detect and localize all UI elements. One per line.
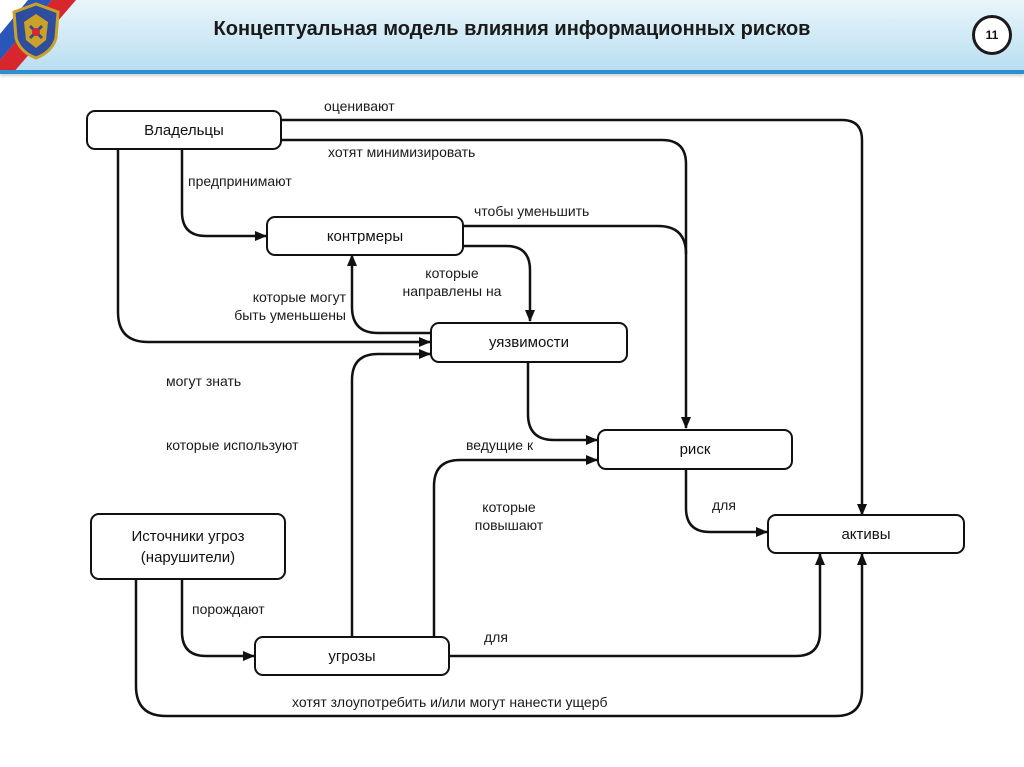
arrow-owners-countermeasures bbox=[180, 150, 267, 241]
arrow-countermeasures-vulnerabilities bbox=[464, 244, 535, 322]
label-can-be-reduced: которые могут быть уменьшены bbox=[234, 289, 346, 323]
arrow-threats-assets bbox=[450, 553, 825, 658]
slide-header: Концептуальная модель влияния информацио… bbox=[0, 0, 1024, 74]
node-vulnerabilities: уязвимости bbox=[430, 322, 628, 363]
arrow-owners-vulnerabilities bbox=[116, 150, 431, 347]
label-evaluate: оценивают bbox=[324, 98, 395, 114]
label-may-know: могут знать bbox=[166, 373, 242, 389]
node-assets: активы bbox=[767, 514, 965, 554]
label-leading-to: ведущие к bbox=[466, 437, 534, 453]
label-to-reduce: чтобы уменьшить bbox=[474, 203, 590, 219]
arrow-threats-vulnerabilities bbox=[350, 349, 431, 636]
arrow-owners-assets bbox=[282, 118, 867, 516]
label-for-risk: для bbox=[712, 497, 736, 513]
label-want-abuse: хотят злоупотребить и/или могут нанести … bbox=[292, 694, 608, 710]
node-countermeasures: контрмеры bbox=[266, 216, 464, 256]
label-directed-at: которые направлены на bbox=[402, 265, 502, 299]
label-want-minimize: хотят минимизировать bbox=[328, 144, 476, 160]
node-risk: риск bbox=[597, 429, 793, 470]
arrow-vulnerabilities-countermeasures bbox=[347, 254, 430, 335]
label-which-use: которые используют bbox=[166, 437, 299, 453]
label-for-threats: для bbox=[484, 629, 508, 645]
label-generate: порождают bbox=[192, 601, 265, 617]
arrow-threats-risk bbox=[432, 455, 598, 636]
arrow-sources-assets bbox=[134, 553, 867, 718]
arrow-vulnerabilities-risk bbox=[526, 362, 598, 445]
node-owners: Владельцы bbox=[86, 110, 282, 150]
slide-title: Концептуальная модель влияния информацио… bbox=[213, 18, 811, 40]
arrow-countermeasures-risk bbox=[464, 224, 688, 255]
label-undertake: предпринимают bbox=[188, 173, 292, 189]
node-threat-sources: Источники угроз (нарушители) bbox=[90, 513, 286, 580]
arrow-sources-threats bbox=[180, 580, 255, 661]
emblem-icon bbox=[12, 2, 60, 60]
node-threats: угрозы bbox=[254, 636, 450, 676]
arrow-owners-risk bbox=[282, 138, 691, 429]
page-number-badge: 11 bbox=[972, 15, 1012, 55]
label-which-increase: которые повышают bbox=[474, 499, 544, 533]
arrow-risk-assets bbox=[684, 470, 768, 537]
